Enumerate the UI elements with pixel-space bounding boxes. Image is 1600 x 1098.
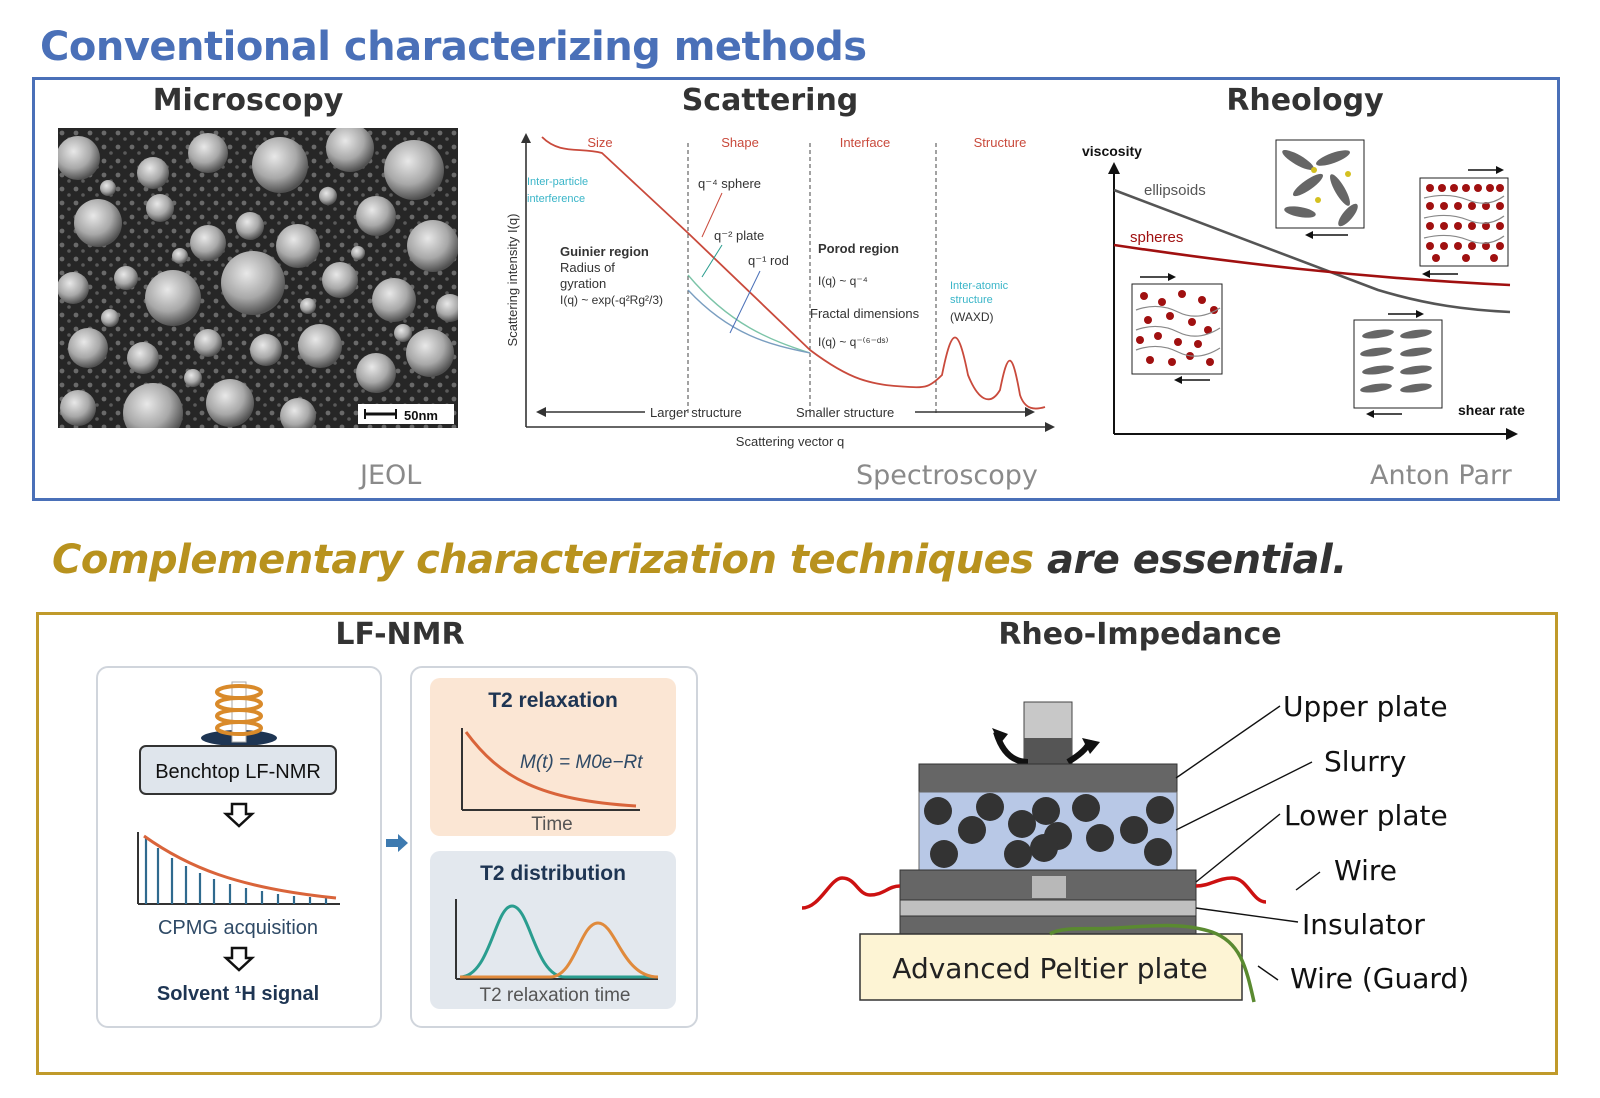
solvent-signal-label: Solvent ¹H signal	[157, 983, 319, 1005]
t2-relaxation-title: T2 relaxation	[488, 689, 618, 712]
rheology-diagram: viscosity shear rate ellipsoids spheres	[1082, 139, 1525, 440]
insulator-label: Insulator	[1302, 908, 1425, 941]
microscopy-credit: JEOL	[360, 460, 422, 491]
fractal-label: Fractal dimensions	[810, 306, 920, 321]
conventional-methods-frame	[32, 77, 1560, 501]
sem-micrograph: 50nm	[58, 128, 458, 428]
waxd-label: (WAXD)	[950, 310, 994, 324]
region-structure: Structure	[974, 135, 1027, 150]
inter-atomic-label-2: structure	[950, 294, 993, 306]
lfnmr-title: LF-NMR	[335, 617, 465, 652]
porod-title: Porod region	[818, 241, 899, 256]
heading-emphasis: Complementary characterization technique…	[52, 537, 1034, 583]
lower-plate-label: Lower plate	[1284, 799, 1448, 832]
region-size: Size	[587, 135, 612, 150]
inter-atomic-label-1: Inter-atomic	[950, 280, 1009, 292]
wire-guard-label: Wire (Guard)	[1290, 962, 1469, 995]
section-heading-complementary: Complementary characterization technique…	[52, 537, 1347, 583]
sphere-structured-inset	[1419, 166, 1509, 278]
ellipsoids-label: ellipsoids	[1144, 182, 1206, 199]
sphere-label: q⁻⁴ sphere	[698, 176, 761, 191]
ellipsoid-flow-inset	[1353, 310, 1443, 418]
t2-distribution-title: T2 distribution	[480, 862, 626, 885]
region-shape: Shape	[721, 135, 759, 150]
rheology-title: Rheology	[1226, 83, 1384, 118]
flow-arrow-icon	[386, 834, 408, 852]
upper-plate-label: Upper plate	[1283, 690, 1448, 723]
rheo-impedance-diagram: Advanced Peltier plate Upper plate Slurr…	[801, 690, 1469, 1003]
scattering-title: Scattering	[681, 83, 859, 118]
microscopy-title: Microscopy	[152, 83, 344, 118]
region-interface: Interface	[840, 135, 891, 150]
benchtop-label: Benchtop LF-NMR	[155, 761, 321, 783]
porod-formula: I(q) ~ q⁻⁴	[818, 274, 868, 288]
nmr-acquisition-diagram: Benchtop LF-NMR CPMG acquisition Solvent…	[137, 681, 340, 1005]
scale-bar-label: 50nm	[404, 408, 438, 423]
scattering-ylabel: Scattering intensity I(q)	[505, 214, 520, 347]
wire-label: Wire	[1334, 854, 1397, 887]
rheology-credit: Anton Parr	[1370, 460, 1512, 491]
time-axis-label: Time	[531, 814, 573, 835]
complementary-frame	[36, 612, 1558, 1075]
rheo-impedance-title: Rheo-Impedance	[998, 617, 1282, 652]
rheology-ylabel: viscosity	[1082, 143, 1142, 159]
guinier-title: Guinier region	[560, 244, 649, 259]
inter-particle-label-1: Inter-particle	[527, 176, 588, 188]
t2-time-axis-label: T2 relaxation time	[479, 985, 630, 1006]
inter-particle-label-2: interference	[527, 193, 585, 205]
guinier-line-3: gyration	[560, 276, 606, 291]
sphere-random-inset	[1131, 273, 1223, 384]
ellipsoid-aligned-inset	[1275, 139, 1365, 239]
rheology-xlabel: shear rate	[1458, 402, 1525, 418]
rod-label: q⁻¹ rod	[748, 253, 789, 268]
peltier-label: Advanced Peltier plate	[892, 952, 1207, 985]
scattering-credit: Spectroscopy	[856, 460, 1038, 491]
scattering-diagram: Size Shape Interface Structure Inter-par…	[505, 133, 1055, 449]
spheres-label: spheres	[1130, 229, 1183, 246]
slurry-label: Slurry	[1324, 745, 1406, 778]
fractal-formula: I(q) ~ q⁻⁽⁶⁻ᵈˢ⁾	[818, 335, 889, 349]
plate-label: q⁻² plate	[714, 228, 764, 243]
section-heading-conventional: Conventional characterizing methods	[40, 24, 867, 70]
guinier-line-2: Radius of	[560, 260, 615, 275]
larger-structure-label: Larger structure	[650, 405, 742, 420]
scattering-xlabel: Scattering vector q	[736, 434, 844, 449]
guinier-formula: I(q) ~ exp(-q²Rg²/3)	[560, 293, 663, 307]
t2-relaxation-equation: M(t) = M0e−Rt	[520, 752, 643, 773]
t2-distribution-card	[430, 851, 676, 1009]
smaller-structure-label: Smaller structure	[796, 405, 894, 420]
cpmg-label: CPMG acquisition	[158, 917, 318, 939]
t2-relaxation-plot: T2 relaxation M(t) = M0e−Rt Time	[461, 689, 643, 835]
nanoparticle-image: 50nm	[58, 128, 458, 428]
heading-rest: are essential.	[1047, 537, 1347, 583]
t2-distribution-plot: T2 distribution T2 relaxation time	[455, 862, 659, 1006]
